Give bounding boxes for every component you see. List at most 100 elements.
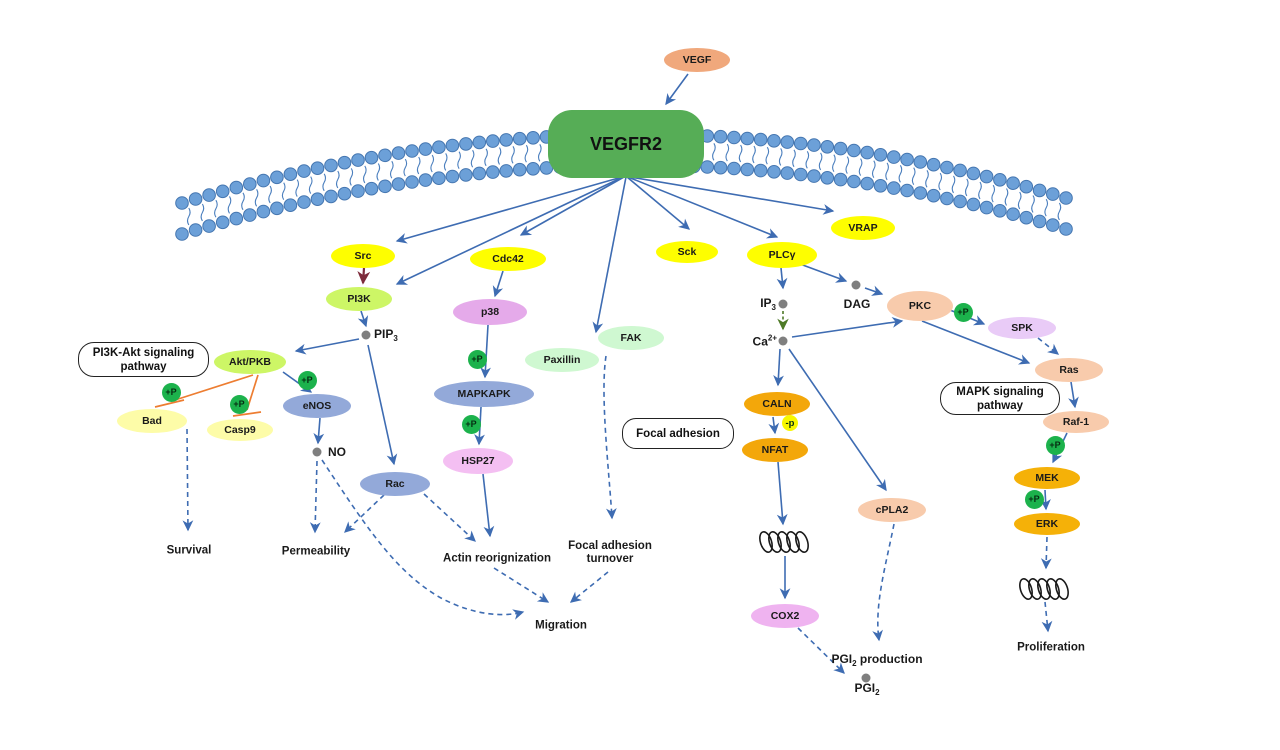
phospholipid-head <box>445 138 460 153</box>
edge-cdc42-p38 <box>492 270 504 298</box>
edge-pkc-ras <box>921 320 1031 365</box>
edge-actin-migration <box>493 567 550 603</box>
phospholipid-head <box>351 153 365 167</box>
edge-rac-actin <box>423 493 476 542</box>
edge-ca-caln <box>773 348 784 387</box>
edge-pip3-rac <box>367 344 398 466</box>
phospholipid-head <box>432 171 446 185</box>
dag-dot <box>851 280 861 290</box>
phospholipid-head <box>713 129 728 144</box>
coil-loop <box>1028 578 1042 600</box>
edge-vegf-vegfr2 <box>665 73 689 106</box>
phospholipid-head <box>324 189 338 204</box>
edge-gene-proliferation <box>1041 601 1053 633</box>
phospholipid-head <box>727 130 741 145</box>
phospholipid-head <box>633 127 648 141</box>
phospholipid-head <box>753 163 768 178</box>
phospholipid-tail <box>738 144 743 163</box>
phospholipid-head <box>860 176 875 191</box>
phospholipid-head <box>926 157 941 172</box>
phospholipid-head <box>297 164 311 178</box>
ca2-dot <box>778 336 788 346</box>
edge-plcg-ip3 <box>776 267 788 290</box>
phospholipid-head <box>418 173 433 187</box>
phospholipid-tail <box>362 165 367 184</box>
phospholipid-tail <box>778 148 783 166</box>
phospholipid-head <box>767 134 781 148</box>
phospholipid-head <box>270 201 284 216</box>
coil-loop <box>786 531 800 553</box>
edge-pkc-spk <box>949 309 986 326</box>
phospholipid-head <box>486 134 500 148</box>
phospholipid-head <box>526 131 540 145</box>
phospholipid-head <box>887 150 901 164</box>
edge-vegfr2-paxillin <box>592 176 627 334</box>
phospholipid-head <box>526 162 540 176</box>
phospholipid-tail <box>335 170 340 189</box>
phospholipid-tail <box>537 144 542 162</box>
phospholipid-tail <box>578 142 582 160</box>
phospholipid-tail <box>845 156 850 174</box>
edge-dag-pkc <box>864 285 884 296</box>
phospholipid-head <box>202 188 216 202</box>
phospholipid-head <box>472 166 487 181</box>
phospholipid-head <box>727 161 741 176</box>
inhibition-akt-casp9 <box>232 374 262 417</box>
edge-ca-pkc <box>791 317 904 338</box>
phospholipid-head <box>1032 183 1047 198</box>
phospholipid-head <box>940 160 954 175</box>
phospholipid-head <box>593 158 608 173</box>
phospholipid-head <box>606 158 621 173</box>
phospholipid-head <box>472 135 487 150</box>
edge-caln-nfat <box>768 416 780 435</box>
phospholipid-tail <box>885 162 889 181</box>
phospholipid-head <box>926 188 941 203</box>
phospholipid-head <box>351 184 365 198</box>
phospholipid-tail <box>658 141 663 159</box>
coil-loop <box>1046 578 1060 600</box>
phospholipid-head <box>283 167 298 181</box>
coil-loop <box>795 531 809 553</box>
coil-loop <box>777 531 791 553</box>
phospholipid-head <box>887 181 901 195</box>
phospholipid-head <box>499 133 514 147</box>
phospholipid-tail <box>951 175 956 194</box>
phospholipid-tail <box>978 181 982 200</box>
phospholipid-head <box>807 169 821 183</box>
coil-loop <box>768 531 782 553</box>
phospholipid-tail <box>376 163 381 181</box>
coil-loop <box>1055 578 1069 600</box>
phospholipid-head <box>1006 176 1020 190</box>
phospholipid-head <box>459 137 473 151</box>
phospholipid-head <box>580 159 594 173</box>
phospholipid-tail <box>416 156 421 175</box>
phospholipid-tail <box>551 143 556 161</box>
ip3-dot <box>778 299 788 309</box>
phospholipid-head <box>391 177 406 191</box>
edge-erk-gene <box>1040 536 1052 570</box>
edge-pi3k-pip3 <box>357 310 369 328</box>
phospholipid-tail <box>268 185 272 204</box>
phospholipid-head <box>243 208 257 222</box>
phospholipid-tail <box>645 141 649 159</box>
phospholipid-head <box>405 175 419 189</box>
phospholipid-tail <box>470 149 475 168</box>
phospholipid-head <box>539 161 554 175</box>
phospholipid-head <box>979 169 994 184</box>
phospholipid-head <box>1059 222 1073 236</box>
phospholipid-head <box>202 219 216 233</box>
phospholipid-head <box>364 181 379 196</box>
coil-loop <box>759 531 773 553</box>
phospholipid-tail <box>524 144 529 163</box>
edge-mapkapk-hsp27 <box>474 406 485 446</box>
phospholipid-tail <box>1044 198 1049 217</box>
phospholipid-tail <box>443 153 448 171</box>
phospholipid-head <box>753 132 768 147</box>
inhibition-akt-bad <box>154 374 254 408</box>
phospholipid-head <box>647 158 661 173</box>
edge-raf1-mek <box>1052 432 1068 464</box>
phospholipid-head <box>512 131 527 146</box>
phospholipid-tail <box>631 140 636 159</box>
phospholipid-tail <box>725 143 730 162</box>
